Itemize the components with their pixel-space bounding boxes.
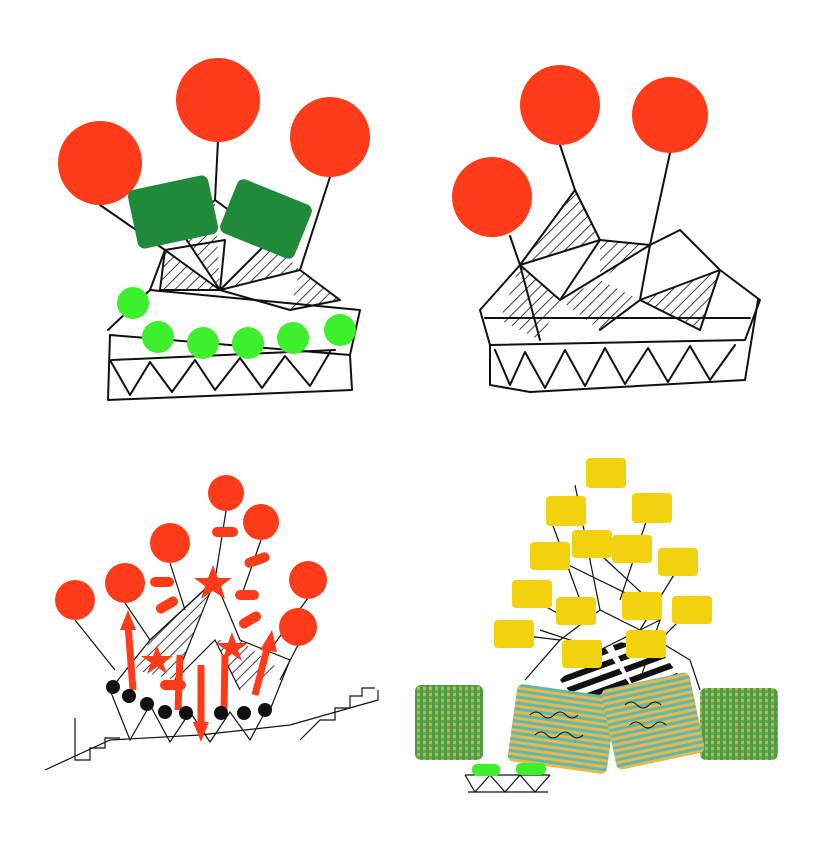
tent-structure [44,510,379,771]
hatched-facet [640,270,720,330]
balloon [55,580,95,620]
dot [232,327,264,359]
balloon [520,65,600,145]
red-dashes [150,527,270,690]
sketch-bottom-right [415,458,778,794]
hatched-facet [520,190,600,265]
balloon [243,504,279,540]
hatched-facet [500,265,560,340]
dot [277,322,309,354]
red-arrows [120,610,277,742]
checkered-panel [415,685,483,760]
dot [142,321,174,353]
yellow-panels [494,458,712,668]
balloon [176,58,260,142]
green-dots [117,287,356,359]
hatched-facet [560,280,640,330]
red-stars [141,565,248,674]
striped-panel [507,684,617,774]
star [141,645,173,674]
green-panel [220,179,312,259]
star [194,565,232,599]
striped-panel [601,672,705,770]
hatched-facet [600,240,650,280]
hatched-facet [290,270,340,310]
black-dots [106,680,272,720]
green-pad [472,764,500,776]
green-pad [516,763,546,775]
red-balloons [58,58,370,205]
red-balloons [55,475,327,646]
balloon [58,121,142,205]
dot [324,314,356,346]
balloon [290,97,370,177]
balloon [289,561,327,599]
tent-structure [99,139,361,401]
dot [187,327,219,359]
balloon [150,523,190,563]
dot [117,287,149,319]
green-panel [127,175,219,249]
balloon [105,563,145,603]
star [216,632,248,661]
squiggles [529,701,667,739]
hatched-facet [160,250,220,290]
balloon [208,475,244,511]
balloon [279,608,317,646]
sketch-bottom-left [44,475,379,771]
checkered-panel [700,688,778,760]
sketch-top-right [452,65,761,393]
red-balloons [452,65,708,237]
balloon [632,77,708,153]
sketch-top-left [58,58,370,401]
balloon [452,157,532,237]
